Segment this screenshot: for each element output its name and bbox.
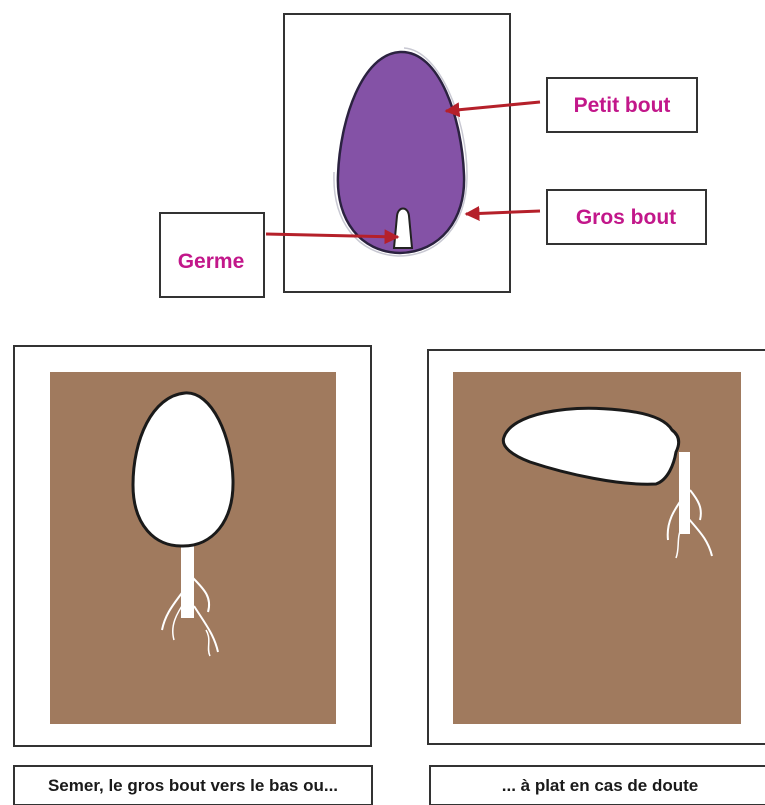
caption-left: Semer, le gros bout vers le bas ou... [48,776,338,795]
germe-label: Germe [178,250,245,273]
petit-bout-label: Petit bout [574,94,671,117]
germ-notch [394,209,412,249]
sowing-flat-panel: ... à plat en cas de doute [428,350,765,805]
seed-anatomy-panel: Petit bout Gros bout Germe [160,14,706,297]
caption-right: ... à plat en cas de doute [502,776,699,795]
gros-bout-label: Gros bout [576,206,676,229]
sowing-upright-panel: Semer, le gros bout vers le bas ou... [14,346,372,805]
